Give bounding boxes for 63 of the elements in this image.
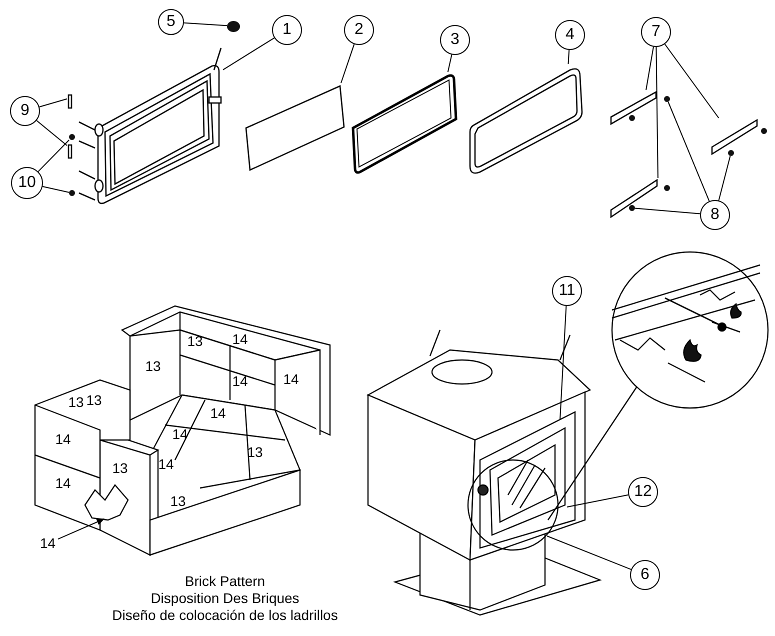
callout-number: 8: [700, 200, 730, 230]
callout-number: 5: [158, 9, 184, 35]
glass-gasket-drawing: [350, 72, 458, 175]
leader-line: [560, 305, 567, 420]
callout-number: 7: [641, 17, 671, 47]
leader-line: [42, 186, 70, 193]
callout-number: 11: [552, 276, 582, 306]
callout-number: 6: [630, 560, 660, 590]
part-number: 14: [232, 331, 248, 347]
callout-label: 14: [40, 535, 58, 551]
leader-line: [183, 22, 228, 26]
caption-text: Brick Pattern: [184, 573, 266, 589]
part-number: 14: [55, 431, 71, 447]
handle-knob: [227, 21, 240, 32]
callout-number: 12: [628, 477, 658, 507]
leader-line: [546, 536, 632, 570]
leader-line: [36, 120, 68, 146]
part-number: 14: [172, 426, 188, 442]
screw: [761, 128, 767, 134]
leader-line: [668, 102, 710, 202]
screw: [664, 96, 670, 102]
part-number: 13: [187, 333, 203, 349]
callout-number: 2: [344, 15, 374, 45]
screw: [629, 115, 635, 121]
callout-number: 1: [272, 15, 302, 45]
part-number: 13: [170, 493, 186, 509]
leader-line: [664, 44, 720, 118]
mounting-bracket: [610, 90, 658, 126]
part-number: 14: [55, 475, 71, 491]
leader-line: [566, 494, 629, 508]
screw: [728, 150, 734, 156]
callout-number: 3: [440, 25, 470, 55]
leader-line: [340, 44, 355, 84]
callout-number: 4: [555, 20, 585, 50]
part-number: 13: [145, 358, 161, 374]
leader-line: [447, 54, 452, 72]
leader-line: [634, 208, 701, 214]
leader-arrow: [58, 518, 105, 540]
mounting-bracket: [610, 178, 659, 218]
leader-line: [38, 98, 68, 108]
screw: [69, 190, 75, 196]
part-number: 13: [86, 392, 102, 408]
part-number: 14: [158, 456, 174, 472]
door-glass: [243, 83, 347, 172]
part-number: 13: [68, 394, 84, 410]
caption-text: Diseño de colocación de los ladrillos: [112, 607, 338, 623]
leader-line: [568, 49, 570, 64]
screw: [629, 205, 635, 211]
part-number: 14: [232, 373, 248, 389]
callout-number: 10: [11, 167, 43, 199]
screw: [69, 134, 75, 140]
mounting-bracket: [711, 118, 759, 155]
leader-line: [646, 46, 654, 90]
part-number: 13: [247, 444, 263, 460]
screw: [664, 185, 670, 191]
leader-line: [718, 156, 731, 201]
leader-line: [222, 37, 275, 70]
part-number: 13: [112, 460, 128, 476]
caption-text: Disposition Des Briques: [150, 590, 300, 606]
leader-line: [38, 140, 70, 172]
part-number: 14: [283, 371, 299, 387]
part-number: 14: [210, 405, 226, 421]
callout-number: 9: [10, 96, 40, 126]
